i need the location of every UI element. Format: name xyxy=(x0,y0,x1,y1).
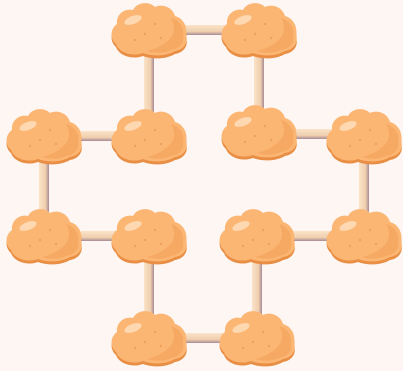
piece-highlight xyxy=(124,323,142,333)
piece-speckle xyxy=(143,340,147,344)
piece-speckle xyxy=(368,128,372,132)
piece-highlight xyxy=(19,221,37,231)
piece-speckle xyxy=(251,238,255,242)
piece-shade xyxy=(147,326,184,361)
piece-speckle xyxy=(263,22,267,26)
piece-speckle xyxy=(153,22,157,26)
piece-speckle xyxy=(159,36,163,40)
piece-speckle xyxy=(269,36,273,40)
piece-speckle xyxy=(54,142,58,146)
piece-highlight xyxy=(124,15,142,25)
piece-highlight xyxy=(234,117,252,127)
piece-speckle xyxy=(358,138,362,142)
piece-shade xyxy=(362,224,399,259)
piece-speckle xyxy=(133,346,137,350)
cookie-piece-1[interactable] xyxy=(111,3,187,59)
piece-speckle xyxy=(133,244,137,248)
piece-speckle xyxy=(38,238,42,242)
piece-speckle xyxy=(153,330,157,334)
piece-speckle xyxy=(54,242,58,246)
piece-highlight xyxy=(339,121,357,131)
piece-highlight xyxy=(232,221,250,231)
piece-shade xyxy=(257,18,294,53)
piece-speckle xyxy=(159,142,163,146)
piece-speckle xyxy=(253,32,257,36)
piece-speckle xyxy=(267,242,271,246)
cookie-piece-12[interactable] xyxy=(219,311,295,367)
piece-highlight xyxy=(124,121,142,131)
piece-speckle xyxy=(143,138,147,142)
piece-speckle xyxy=(48,228,52,232)
piece-speckle xyxy=(348,244,352,248)
piece-highlight xyxy=(232,323,250,333)
cookie-piece-7[interactable] xyxy=(6,209,82,265)
piece-shade xyxy=(42,124,79,159)
piece-speckle xyxy=(133,144,137,148)
piece-speckle xyxy=(153,228,157,232)
piece-shade xyxy=(42,224,79,259)
piece-shade xyxy=(147,224,184,259)
piece-speckle xyxy=(159,242,163,246)
piece-speckle xyxy=(48,128,52,132)
cookie-piece-10[interactable] xyxy=(326,209,402,265)
cookie-piece-5[interactable] xyxy=(221,105,297,161)
piece-shade xyxy=(147,18,184,53)
cookie-piece-4[interactable] xyxy=(111,109,187,165)
piece-speckle xyxy=(241,346,245,350)
piece-shade xyxy=(255,326,292,361)
cookie-piece-9[interactable] xyxy=(219,209,295,265)
piece-speckle xyxy=(251,340,255,344)
piece-speckle xyxy=(243,140,247,144)
cookie-piece-6[interactable] xyxy=(326,109,402,165)
piece-shade xyxy=(362,124,399,159)
piece-speckle xyxy=(243,38,247,42)
piece-speckle xyxy=(348,144,352,148)
piece-shade xyxy=(257,120,294,155)
piece-speckle xyxy=(159,344,163,348)
cookie-piece-3[interactable] xyxy=(6,109,82,165)
piece-speckle xyxy=(241,244,245,248)
piece-speckle xyxy=(153,128,157,132)
piece-speckle xyxy=(374,142,378,146)
cookie-piece-11[interactable] xyxy=(111,311,187,367)
cookie-piece-2[interactable] xyxy=(221,3,297,59)
pieces xyxy=(6,3,402,367)
piece-speckle xyxy=(261,330,265,334)
piece-shade xyxy=(255,224,292,259)
piece-highlight xyxy=(234,15,252,25)
piece-speckle xyxy=(28,144,32,148)
piece-speckle xyxy=(368,228,372,232)
piece-highlight xyxy=(124,221,142,231)
piece-speckle xyxy=(28,244,32,248)
piece-speckle xyxy=(143,238,147,242)
piece-speckle xyxy=(358,238,362,242)
piece-speckle xyxy=(263,124,267,128)
piece-speckle xyxy=(267,344,271,348)
piece-speckle xyxy=(253,134,257,138)
piece-highlight xyxy=(339,221,357,231)
piece-shade xyxy=(147,124,184,159)
piece-speckle xyxy=(269,138,273,142)
piece-speckle xyxy=(374,242,378,246)
cookie-piece-8[interactable] xyxy=(111,209,187,265)
piece-speckle xyxy=(261,228,265,232)
piece-speckle xyxy=(133,38,137,42)
piece-highlight xyxy=(19,121,37,131)
piece-speckle xyxy=(38,138,42,142)
piece-speckle xyxy=(143,32,147,36)
